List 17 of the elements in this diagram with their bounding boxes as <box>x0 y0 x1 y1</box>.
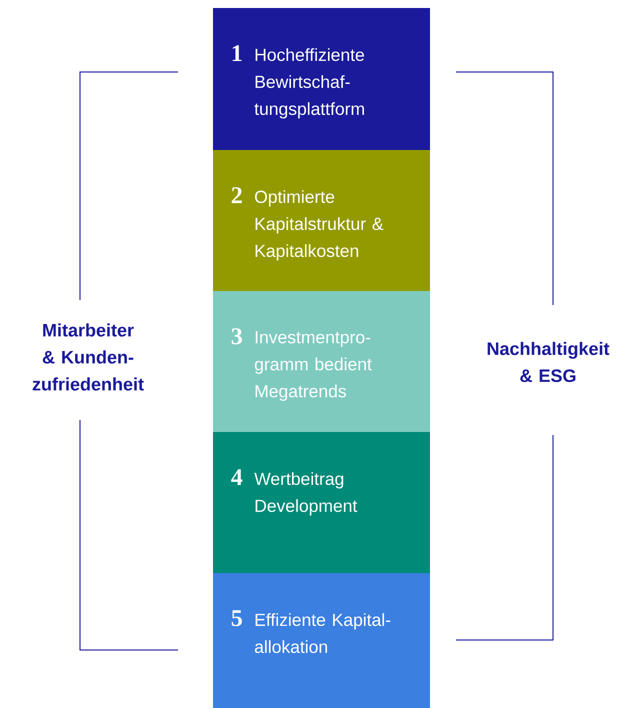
step-text: Investmentpro- gramm bedient Megatrends <box>254 331 372 401</box>
side-label: Nachhaltigkeit & ESG <box>488 342 610 382</box>
step-text: Optimierte Kapitalstruktur & Kapitalkosten <box>255 190 384 261</box>
stack-band <box>213 573 430 708</box>
step-number: 2 <box>232 187 242 204</box>
stack-band <box>213 291 430 432</box>
stack-band <box>213 8 430 150</box>
step-number: 3 <box>232 328 242 344</box>
stack-band <box>213 432 430 573</box>
step-text: Effiziente Kapital- allokation <box>254 613 390 654</box>
stack-band <box>213 150 430 291</box>
step-text: Wertbeitrag Development <box>254 472 358 516</box>
side-label: Mitarbeiter & Kunden- zufriedenheit <box>32 323 144 391</box>
step-text: Hocheffiziente Bewirtschaf- tungsplattform <box>254 48 364 119</box>
step-number: 1 <box>232 45 242 62</box>
step-number: 5 <box>232 610 242 626</box>
step-number: 4 <box>231 469 242 485</box>
